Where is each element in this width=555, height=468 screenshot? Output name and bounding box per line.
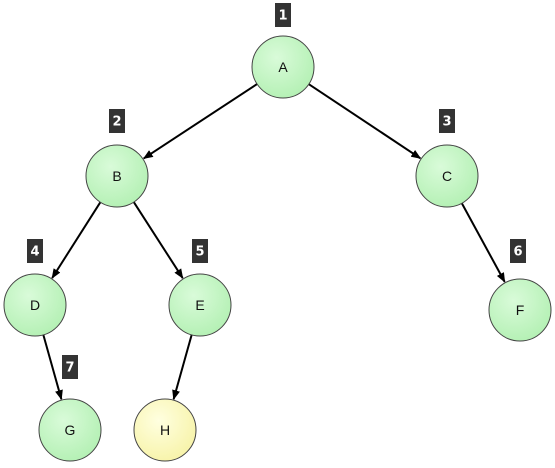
order-badge-c: 3	[439, 109, 455, 133]
node-circle	[415, 144, 479, 208]
node-circle	[85, 144, 149, 208]
order-badge-bg	[109, 109, 125, 133]
edge-d-g	[42, 334, 63, 401]
order-badge-number: 4	[30, 245, 39, 260]
order-badge-e: 5	[192, 239, 208, 263]
edge-b-d	[51, 201, 102, 279]
node-b: B	[85, 144, 149, 208]
order-badge-bg	[62, 355, 78, 379]
node-circle	[3, 273, 67, 337]
node-label: F	[516, 302, 525, 318]
order-badge-bg	[510, 239, 526, 263]
edges-layer	[42, 83, 506, 401]
edge-a-c	[308, 83, 422, 160]
node-h: H	[133, 398, 197, 462]
order-badge-d: 4	[27, 239, 43, 263]
edge-c-f	[460, 202, 506, 283]
node-c: C	[415, 144, 479, 208]
order-badge-f: 6	[510, 239, 526, 263]
edge-b-e	[132, 201, 184, 279]
node-circle	[251, 35, 315, 99]
edge-a-b	[142, 83, 258, 160]
node-d: D	[3, 273, 67, 337]
node-label: E	[195, 297, 204, 313]
node-label: H	[160, 422, 170, 438]
order-badge-a: 1	[275, 3, 291, 27]
node-label: D	[30, 297, 40, 313]
order-badge-number: 1	[278, 9, 287, 24]
node-g: G	[38, 398, 102, 462]
node-circle	[133, 398, 197, 462]
node-circle	[168, 273, 232, 337]
node-e: E	[168, 273, 232, 337]
order-badge-b: 2	[109, 109, 125, 133]
node-f: F	[488, 278, 552, 342]
node-circle	[38, 398, 102, 462]
node-a: A	[251, 35, 315, 99]
order-badge-number: 3	[442, 115, 451, 130]
order-badge-number: 5	[195, 245, 204, 260]
order-badge-bg	[27, 239, 43, 263]
node-label: C	[442, 168, 452, 184]
node-circle	[488, 278, 552, 342]
badges-layer: 1 2 3 4 5 6 7	[27, 3, 526, 379]
order-badge-number: 2	[112, 115, 121, 130]
node-label: B	[112, 168, 121, 184]
order-badge-bg	[192, 239, 208, 263]
order-badge-bg	[439, 109, 455, 133]
order-badge-number: 6	[513, 245, 522, 260]
order-badge-number: 7	[65, 361, 74, 376]
edge-e-h	[172, 334, 193, 401]
node-label: G	[65, 422, 76, 438]
nodes-layer: A B C D E F G H	[3, 35, 552, 462]
order-badge-g: 7	[62, 355, 78, 379]
node-label: A	[278, 59, 288, 75]
order-badge-bg	[275, 3, 291, 27]
